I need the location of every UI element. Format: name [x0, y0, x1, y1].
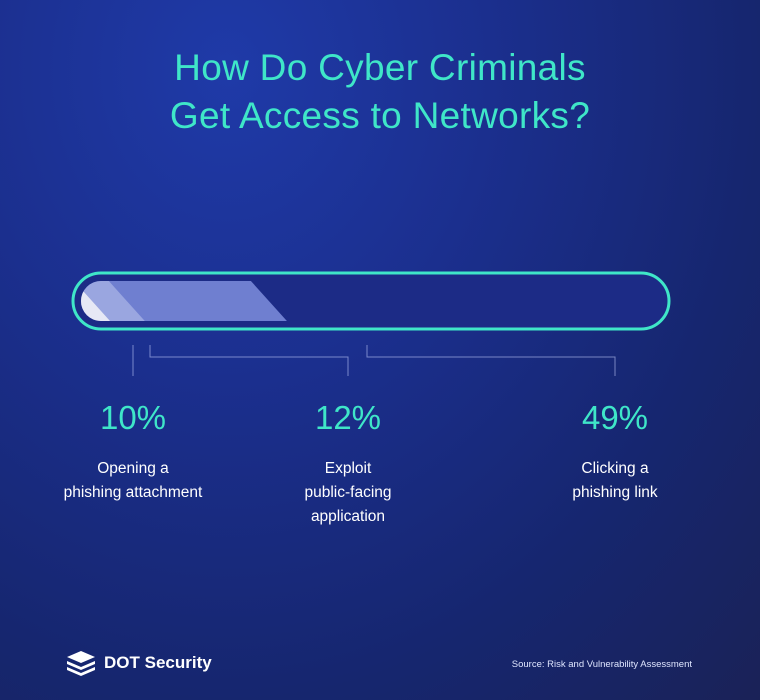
chart-title: How Do Cyber Criminals Get Access to Net…: [0, 44, 760, 140]
category-label-1: Exploit public-facing application: [304, 460, 392, 525]
bar-segment-0: [81, 281, 110, 321]
brand-logo: DOT Security: [66, 650, 212, 676]
value-label-0: 10%: [99, 399, 167, 436]
value-label-2: 49%: [581, 399, 649, 436]
category-label-0: Opening a phishing attachment: [63, 460, 203, 501]
bracket-1: [149, 345, 349, 376]
source-note: Source: Risk and Vulnerability Assessmen…: [511, 659, 692, 670]
brand-name: DOT Security: [104, 653, 212, 672]
title-line-2: Get Access to Networks?: [169, 95, 591, 136]
value-label-1: 12%: [314, 399, 382, 436]
title-line-1: How Do Cyber Criminals: [174, 47, 586, 88]
stacked-layers-icon: [67, 651, 95, 676]
bracket-2: [366, 345, 616, 376]
category-label-2: Clicking a phishing link: [572, 460, 658, 501]
